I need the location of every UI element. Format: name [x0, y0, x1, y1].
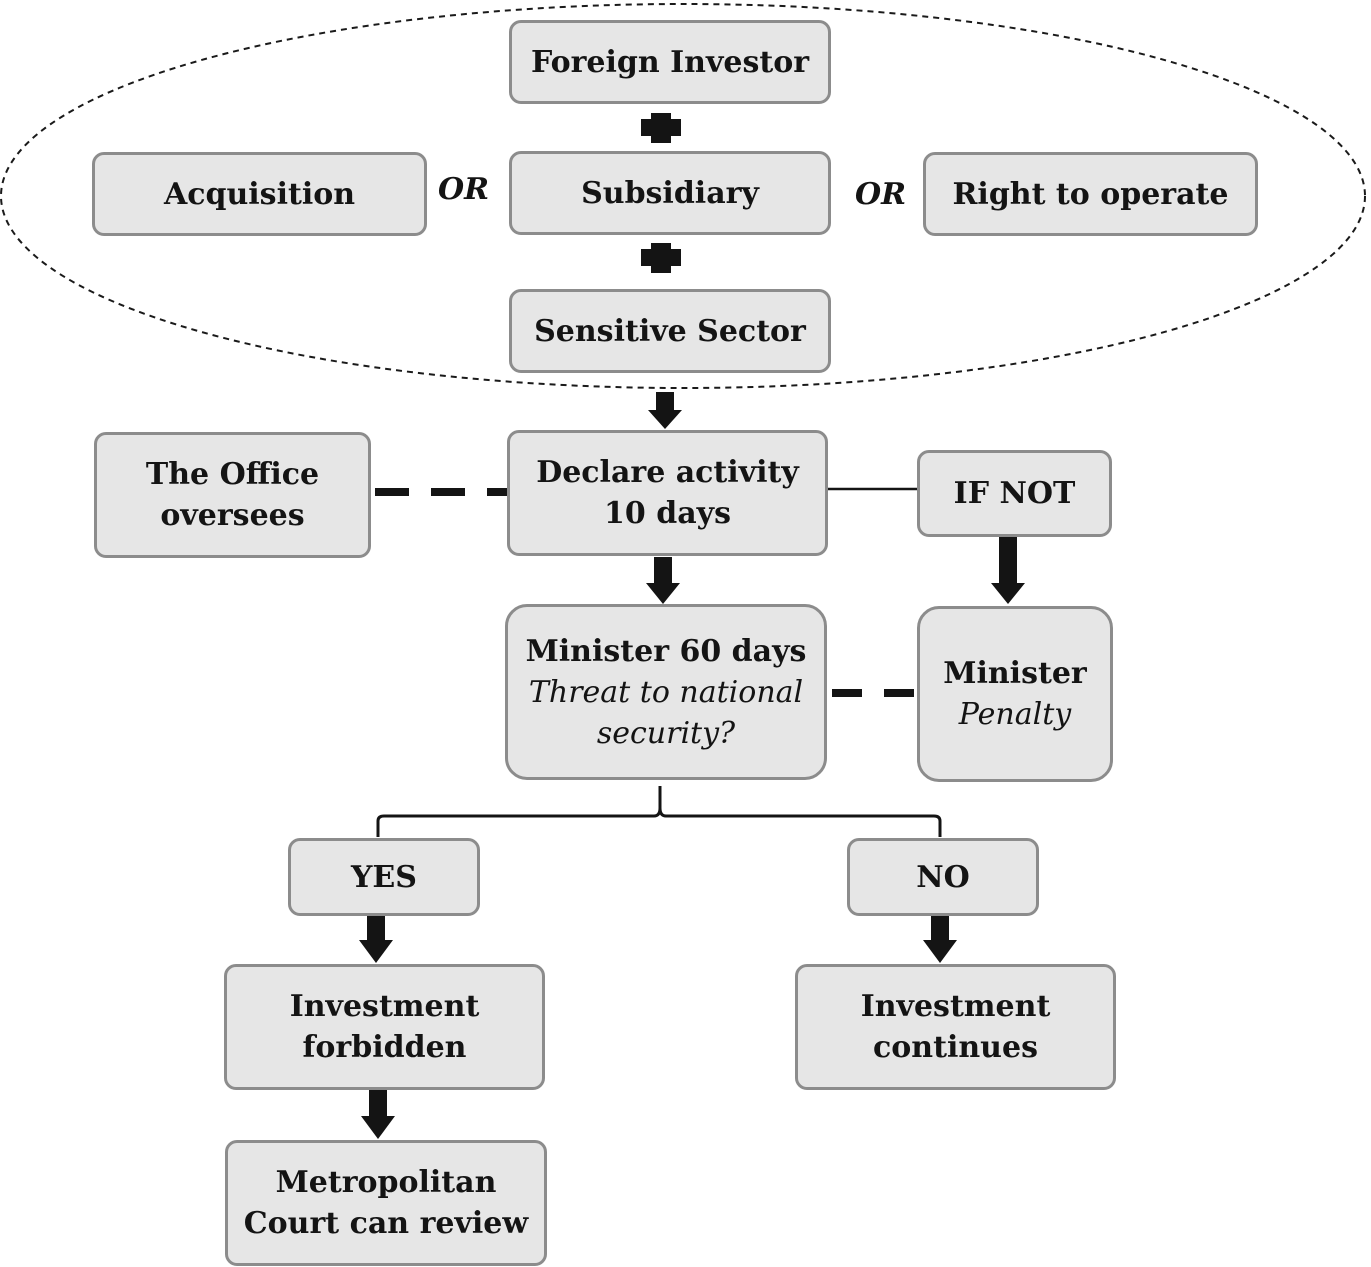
foreign-investor-label: Foreign Investor: [530, 44, 810, 80]
node-minister-penalty: Minister Penalty: [917, 606, 1113, 782]
arrow-forbidden-to-court: [361, 1090, 395, 1139]
minister-penalty-line2: Penalty: [958, 697, 1072, 732]
arrow-no-to-continues: [923, 914, 957, 963]
node-investment-forbidden: Investment forbidden: [224, 964, 545, 1090]
subsidiary-label: Subsidiary: [581, 175, 759, 211]
declare-line2: 10 days: [604, 496, 731, 531]
node-court-review: Metropolitan Court can review: [225, 1140, 547, 1266]
node-acquisition: Acquisition: [92, 152, 427, 236]
declare-line1: Declare activity: [536, 455, 799, 490]
court-line1: Metropolitan: [275, 1165, 497, 1200]
minister60-line1: Minister 60 days: [525, 633, 807, 669]
node-if-not: IF NOT: [917, 450, 1112, 537]
branch-brace: [376, 786, 942, 837]
sensitive-sector-label: Sensitive Sector: [534, 313, 806, 349]
office-line1: The Office: [145, 457, 320, 492]
node-yes: YES: [288, 838, 480, 916]
if-not-label: IF NOT: [953, 476, 1076, 511]
minister-penalty-line1: Minister: [943, 656, 1087, 691]
no-label: NO: [916, 859, 970, 895]
grouping-ellipse: [0, 3, 1366, 389]
plus-sign-top: [641, 113, 681, 143]
or-label-right: OR: [855, 177, 907, 212]
arrow-ifnot-to-penalty: [991, 535, 1025, 604]
continues-line1: Investment: [860, 989, 1051, 1024]
plus-sign-bottom: [641, 243, 681, 273]
arrow-declare-to-minister: [646, 557, 680, 604]
node-right-to-operate: Right to operate: [923, 152, 1258, 236]
node-no: NO: [847, 838, 1039, 916]
arrow-yes-to-forbidden: [359, 914, 393, 963]
forbidden-line1: Investment: [289, 989, 480, 1024]
arrow-sector-to-declare: [648, 392, 682, 429]
node-investment-continues: Investment continues: [795, 964, 1116, 1090]
node-foreign-investor: Foreign Investor: [509, 20, 831, 104]
or-label-left: OR: [438, 172, 490, 207]
court-line2: Court can review: [243, 1206, 529, 1241]
office-line2: oversees: [160, 498, 305, 533]
yes-label: YES: [351, 859, 417, 895]
node-declare-activity: Declare activity 10 days: [507, 430, 828, 556]
minister60-line3: security?: [596, 715, 736, 751]
node-sensitive-sector: Sensitive Sector: [509, 289, 831, 373]
node-office-oversees: The Office oversees: [94, 432, 371, 558]
minister60-line2: Threat to national: [528, 674, 804, 710]
node-minister-60-days: Minister 60 days Threat to national secu…: [505, 604, 827, 780]
right-to-operate-label: Right to operate: [952, 176, 1229, 212]
forbidden-line2: forbidden: [302, 1030, 467, 1065]
continues-line2: continues: [873, 1030, 1038, 1065]
node-subsidiary: Subsidiary: [509, 151, 831, 235]
acquisition-label: Acquisition: [163, 176, 356, 212]
